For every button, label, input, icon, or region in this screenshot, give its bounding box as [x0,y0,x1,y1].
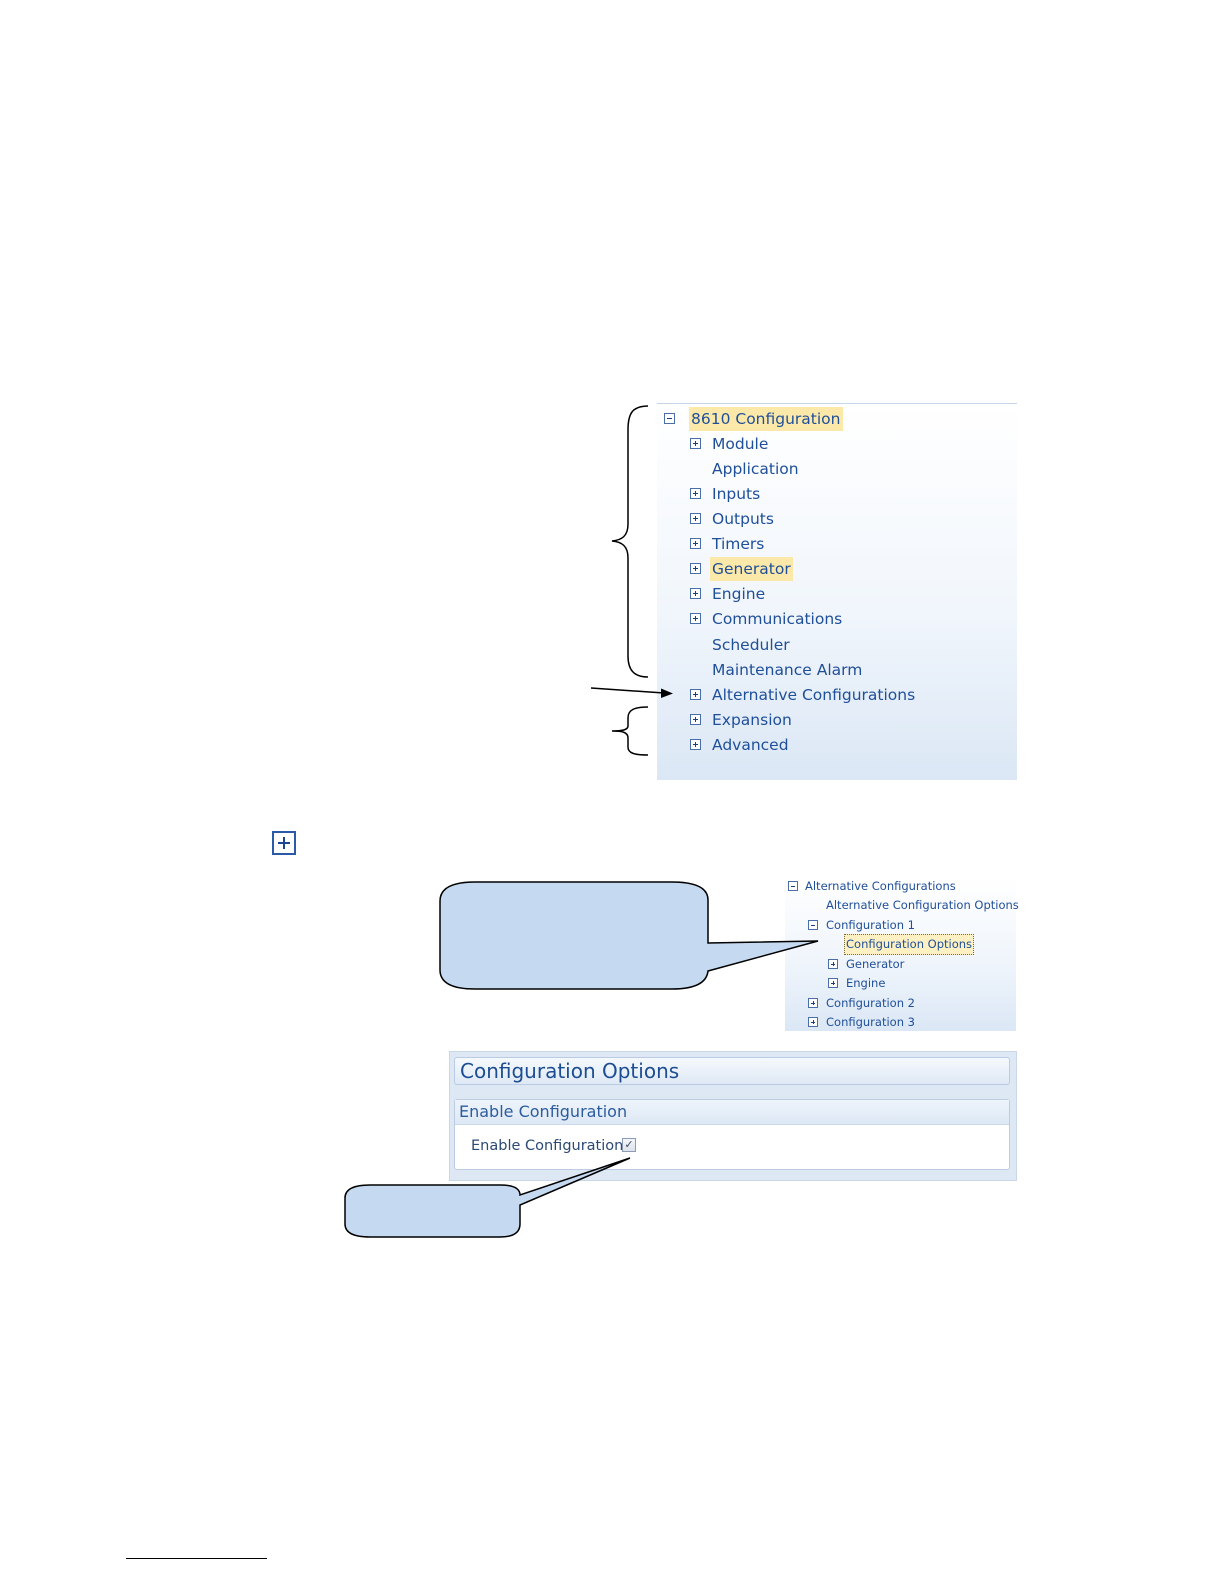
small-brace [611,706,649,756]
alternative-configurations-tree: Alternative Configurations Alternative C… [785,878,1019,1031]
expand-icon[interactable] [690,538,701,549]
tree-item-label: Outputs [712,510,774,528]
footnote-separator [126,1558,267,1559]
expand-icon[interactable] [690,613,701,624]
tree-item-label: Engine [846,976,886,990]
tree-item-label: Alternative Configuration Options [826,898,1019,912]
tree-item-label: Configuration 2 [826,996,915,1010]
configuration-options-panel: Configuration Options Enable Configurati… [449,1051,1017,1181]
tree-item-label: Expansion [712,711,792,729]
expand-icon[interactable] [690,739,701,750]
expand-icon[interactable] [690,714,701,725]
tree-item-label: 8610 Configuration [689,407,843,431]
group-header: Enable Configuration [455,1100,1009,1125]
configuration-tree: 8610 Configuration Module Application In… [657,403,1017,780]
tree-item-label: Alternative Configurations [712,686,916,704]
expand-icon[interactable] [690,438,701,449]
panel-title: Configuration Options [454,1057,1010,1085]
tree-item-label: Configuration 3 [826,1015,915,1029]
callout-bubble-small [344,1157,631,1238]
tree-item-label: Advanced [712,736,789,754]
tree-item-label: Inputs [712,485,761,503]
tree-item-label: Application [712,460,799,478]
tree-item-label: Generator [710,557,793,581]
collapse-icon[interactable] [788,881,798,891]
expand-icon[interactable] [690,563,701,574]
expand-icon[interactable] [690,513,701,524]
expand-icon[interactable] [808,998,818,1008]
tree-item-label: Configuration 1 [826,918,915,932]
expand-icon[interactable] [690,689,701,700]
enable-configuration-group: Enable Configuration Enable Configuratio… [454,1099,1010,1170]
collapse-icon[interactable] [664,413,675,424]
tree-item-label: Timers [712,535,765,553]
large-brace [611,405,649,678]
tree-item-label: Module [712,435,769,453]
expand-icon[interactable] [808,1017,818,1027]
pointer-arrow [590,687,673,698]
tree-item-label: Maintenance Alarm [712,661,863,679]
tree-item-label: Generator [846,957,905,971]
plus-box-icon [272,831,296,855]
expand-icon[interactable] [828,959,838,969]
tree-item-label: Scheduler [712,636,790,654]
callout-bubble-large [439,881,819,990]
tree-item-label: Configuration Options [844,934,975,955]
enable-configuration-label: Enable Configuration [471,1138,624,1154]
expand-icon[interactable] [690,488,701,499]
tree-item-label: Communications [712,610,843,628]
collapse-icon[interactable] [808,920,818,930]
enable-configuration-checkbox[interactable]: ✓ [622,1138,636,1152]
expand-icon[interactable] [690,588,701,599]
tree-item-label: Alternative Configurations [805,879,956,893]
tree-item-label: Engine [712,585,766,603]
expand-icon[interactable] [828,978,838,988]
